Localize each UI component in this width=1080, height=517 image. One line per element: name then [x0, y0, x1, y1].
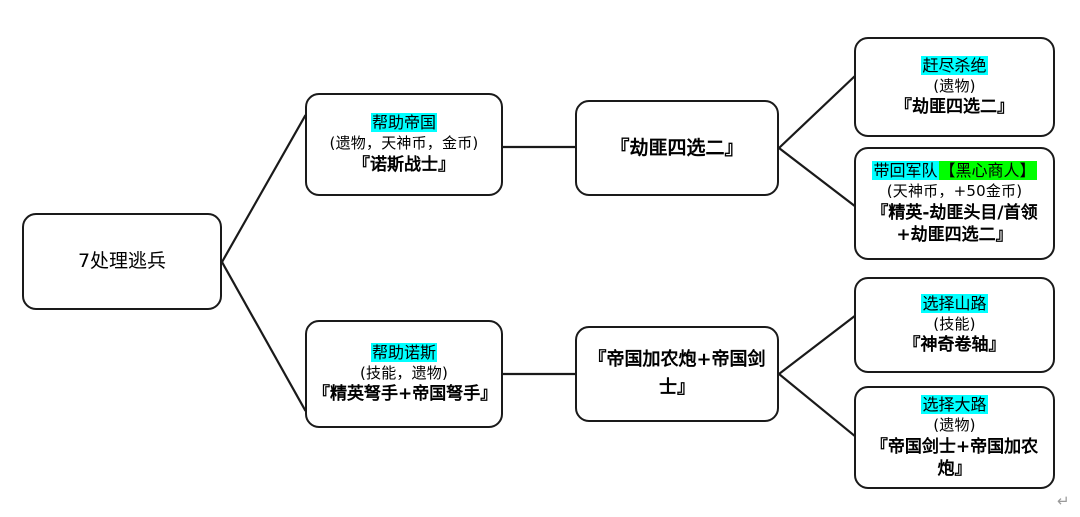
- node-empire-cannon[interactable]: 『帝国加农炮+帝国剑士』: [575, 326, 779, 422]
- highlight-green: 【黑心商人】: [938, 161, 1037, 181]
- node-help-empire[interactable]: 帮助帝国 (遗物，天神币，金币) 『诺斯战士』: [305, 93, 503, 196]
- node-main-road[interactable]: 选择大路 (遗物) 『帝国剑士+帝国加农炮』: [854, 386, 1055, 489]
- node-bring-back-army[interactable]: 带回军队【黑心商人】 (天神币，+50金币) 『精英-劫匪头目/首领+劫匪四选二…: [854, 147, 1055, 260]
- highlight-cyan: 帮助诺斯: [370, 342, 437, 362]
- node-mountain-road[interactable]: 选择山路 (技能) 『神奇卷轴』: [854, 277, 1055, 373]
- node-kill-all-main: 『劫匪四选二』: [895, 97, 1014, 118]
- node-bandit-choice-label: 『劫匪四选二』: [610, 136, 744, 159]
- paragraph-mark: ↵: [1057, 492, 1070, 510]
- node-main-road-main: 『帝国剑士+帝国加农炮』: [870, 436, 1039, 479]
- node-empire-cannon-label: 『帝国加农炮+帝国剑士』: [588, 349, 766, 398]
- node-bandit-choice[interactable]: 『劫匪四选二』: [575, 100, 779, 196]
- highlight-cyan: 选择山路: [921, 293, 988, 313]
- highlight-cyan: 赶尽杀绝: [921, 55, 988, 75]
- node-help-empire-head: 帮助帝国: [313, 113, 495, 134]
- node-mountain-road-head: 选择山路: [862, 293, 1047, 315]
- highlight-cyan: 带回军队: [872, 161, 939, 181]
- node-kill-all-sub: (遗物): [933, 76, 976, 95]
- node-main-road-sub: (遗物): [933, 416, 976, 435]
- node-help-nos-head: 帮助诺斯: [313, 342, 495, 364]
- node-root-label: 7处理逃兵: [77, 250, 167, 273]
- node-mountain-road-main: 『神奇卷轴』: [903, 335, 1006, 356]
- node-main-road-head: 选择大路: [862, 395, 1047, 416]
- node-kill-all[interactable]: 赶尽杀绝 (遗物) 『劫匪四选二』: [854, 37, 1055, 137]
- node-help-empire-sub: (遗物，天神币，金币): [329, 134, 479, 153]
- node-bring-back-army-head: 带回军队【黑心商人】: [862, 161, 1047, 182]
- node-help-nos[interactable]: 帮助诺斯 (技能，遗物) 『精英弩手+帝国弩手』: [305, 320, 503, 428]
- node-help-nos-main: 『精英弩手+帝国弩手』: [313, 384, 498, 405]
- node-mountain-road-sub: (技能): [933, 314, 976, 333]
- node-help-empire-main: 『诺斯战士』: [353, 154, 455, 175]
- highlight-cyan: 帮助帝国: [370, 113, 437, 133]
- node-bring-back-army-main: 『精英-劫匪头目/首领+劫匪四选二』: [871, 202, 1038, 245]
- edge-root-to-help-nos: [220, 260, 307, 412]
- edge-empire-cannon-to-main-road: [777, 372, 858, 439]
- node-root[interactable]: 7处理逃兵: [22, 213, 222, 310]
- node-kill-all-head: 赶尽杀绝: [862, 55, 1047, 77]
- edge-empire-cannon-to-mountain-road: [777, 313, 858, 376]
- highlight-cyan: 选择大路: [921, 395, 988, 415]
- edge-root-to-help-empire: [220, 114, 307, 264]
- node-bring-back-army-sub: (天神币，+50金币): [886, 182, 1023, 201]
- node-help-nos-sub: (技能，遗物): [359, 363, 449, 382]
- edge-bandit-choice-to-kill-all: [777, 73, 858, 150]
- edge-bandit-choice-to-bring-back-army: [777, 146, 858, 209]
